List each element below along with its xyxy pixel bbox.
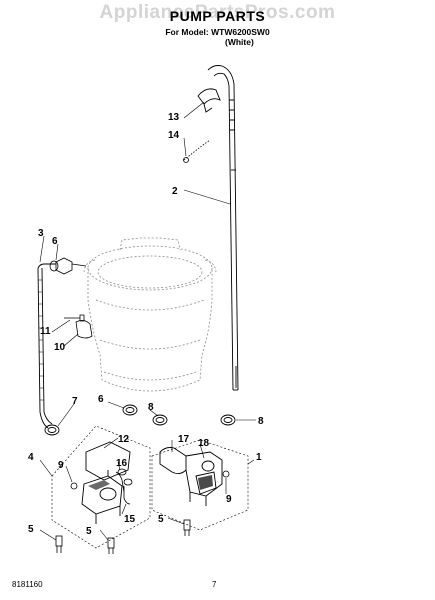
clamp-7	[44, 424, 60, 436]
callout-18: 18	[198, 438, 210, 449]
callout-5-center: 5	[86, 526, 92, 537]
clamp-8-center	[152, 414, 168, 426]
page-title: PUMP PARTS	[169, 8, 266, 24]
leader-lines	[39, 101, 256, 541]
callout-9-right: 9	[226, 494, 232, 505]
callout-3: 3	[38, 228, 44, 239]
callout-7: 7	[72, 396, 78, 407]
callout-13: 13	[168, 112, 180, 123]
page-number: 7	[212, 580, 217, 589]
callout-5-left: 5	[28, 524, 34, 535]
callout-12: 12	[118, 434, 130, 445]
callout-4: 4	[28, 452, 34, 463]
callout-1: 1	[256, 452, 262, 463]
left-pump-shade	[88, 480, 110, 490]
left-pump	[81, 441, 131, 524]
callout-15: 15	[124, 514, 136, 525]
plug-10	[75, 320, 93, 339]
callout-2: 2	[172, 186, 178, 197]
callout-8-right: 8	[258, 416, 264, 427]
small-hose-15	[123, 478, 133, 505]
callout-8-center: 8	[148, 402, 154, 413]
right-pump-shade	[198, 475, 213, 490]
model-line: For Model: WTW6200SW0	[165, 27, 270, 37]
hose-hanger	[197, 88, 221, 113]
callout-6-upper: 6	[52, 236, 58, 247]
clamp-8-right	[220, 414, 236, 426]
callout-10: 10	[54, 342, 66, 353]
tub-connector	[55, 257, 87, 275]
tie-strap	[183, 139, 211, 161]
tub-outline	[83, 237, 217, 392]
clamp-6-lower	[122, 404, 138, 416]
left-hose-ribs	[38, 279, 44, 401]
right-pump	[159, 447, 223, 506]
callout-14: 14	[168, 130, 180, 141]
screws	[55, 470, 230, 554]
drain-hose	[207, 65, 239, 391]
callout-6-lower: 6	[98, 394, 104, 405]
left-pump-frame	[51, 425, 151, 549]
color-note: (White)	[225, 37, 254, 47]
callout-16: 16	[116, 458, 128, 469]
callout-17: 17	[178, 434, 190, 445]
clamp-upper	[49, 260, 59, 272]
small-hose-16	[115, 468, 127, 493]
document-number: 8181160	[12, 580, 43, 589]
callout-11: 11	[40, 326, 51, 337]
watermark: AppliancePartsPros.com	[99, 2, 336, 23]
callout-5-right: 5	[158, 514, 164, 525]
callout-9-left: 9	[58, 460, 64, 471]
